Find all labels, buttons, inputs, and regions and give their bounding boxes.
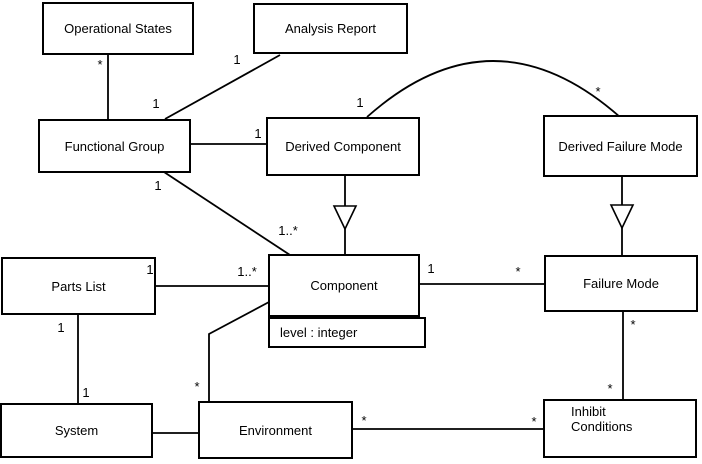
attribute-text: level : integer [280, 325, 358, 340]
multiplicity-label: * [630, 317, 636, 332]
association-analysis-report-functional-group [164, 54, 281, 120]
multiplicity-label: 1 [254, 126, 262, 141]
class-inhibit-conditions: Inhibit Conditions [543, 399, 697, 458]
multiplicity-label: 1..* [278, 223, 298, 238]
class-derived-component: Derived Component [266, 117, 420, 176]
multiplicity-label: 1 [233, 52, 241, 67]
class-name: Operational States [64, 21, 172, 36]
class-parts-list: Parts List [1, 257, 156, 315]
multiplicity-label: 1 [154, 178, 162, 193]
generalization-triangle-icon [332, 205, 358, 231]
multiplicity-label: * [607, 381, 613, 396]
multiplicity-label: * [595, 84, 601, 99]
multiplicity-label: 1 [57, 320, 65, 335]
class-system: System [0, 403, 153, 458]
class-derived-failure-mode: Derived Failure Mode [543, 115, 698, 177]
class-name: Environment [239, 422, 312, 438]
multiplicity-label: 1 [356, 95, 364, 110]
class-analysis-report: Analysis Report [253, 3, 408, 54]
class-name: Functional Group [64, 138, 165, 154]
association-derived-component-derived-failure-mode-arc [366, 60, 621, 118]
class-name-line1: Inhibit [571, 404, 606, 419]
class-name: Derived Component [285, 139, 401, 154]
class-name: Analysis Report [284, 21, 377, 36]
multiplicity-label: 1 [152, 96, 160, 111]
class-name: Component [310, 278, 378, 293]
multiplicity-label: 1..* [237, 264, 257, 279]
multiplicity-label: 1 [427, 261, 435, 276]
generalization-triangle-icon [609, 204, 635, 230]
multiplicity-label: * [531, 414, 537, 429]
class-component-attribute-compartment: level : integer [268, 317, 426, 348]
class-operational-states: Operational States [42, 2, 194, 55]
class-environment: Environment [198, 401, 353, 459]
class-name: System [54, 423, 99, 438]
class-failure-mode: Failure Mode [544, 255, 698, 312]
multiplicity-label: * [194, 379, 200, 394]
multiplicity-label: * [361, 413, 367, 428]
class-name: Derived Failure Mode [558, 138, 683, 154]
multiplicity-label: 1 [82, 385, 90, 400]
class-name-line2: Conditions [571, 419, 633, 434]
multiplicity-label: * [515, 264, 521, 279]
class-name: Parts List [51, 278, 106, 294]
class-name: Failure Mode [583, 276, 659, 291]
association-component-environment [208, 301, 270, 402]
multiplicity-label: * [97, 57, 103, 72]
class-component: Component [268, 254, 420, 317]
multiplicity-label: 1 [146, 262, 154, 277]
class-functional-group: Functional Group [38, 119, 191, 173]
association-functional-group-component [163, 171, 291, 256]
